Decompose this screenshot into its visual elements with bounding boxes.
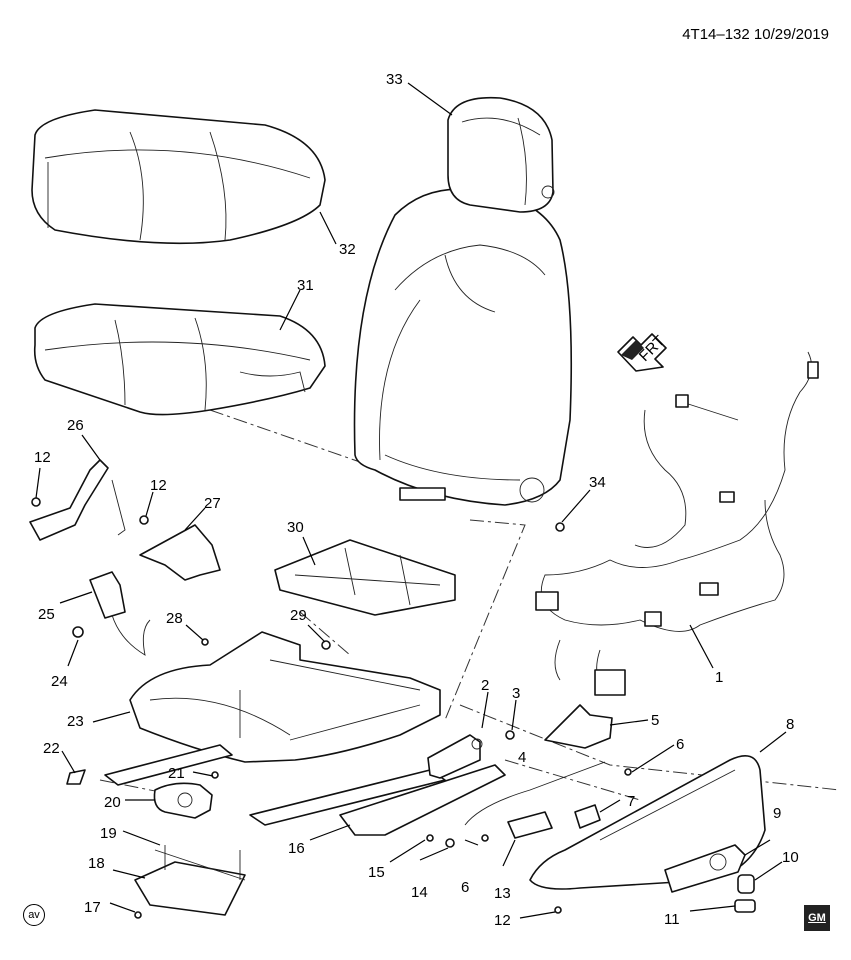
seat-suspension-mat: [274, 539, 456, 616]
callout-33: 33: [386, 71, 403, 88]
callout-12-bottom: 12: [494, 912, 511, 929]
seat-back: [353, 188, 573, 506]
gm-logo: GM: [804, 905, 830, 931]
callout-numbers: 1 2 3 4 5 6 6 7 8 9 10 11 12 12 12 13 14…: [34, 71, 799, 929]
illustration-reference: 4T14–132 10/29/2019: [682, 26, 829, 43]
callout-25: 25: [38, 606, 55, 623]
callout-6-lower: 6: [461, 879, 469, 896]
callout-16: 16: [288, 840, 305, 857]
recliner-hinge-cover: [139, 524, 221, 581]
headrest: [447, 96, 555, 213]
gm-logo-letters: GM: [808, 911, 826, 924]
callout-3: 3: [512, 685, 520, 702]
callout-6-upper: 6: [676, 736, 684, 753]
callout-24: 24: [51, 673, 68, 690]
callout-18: 18: [88, 855, 105, 872]
seat-side-bracket: [29, 459, 126, 541]
inner-side-shield: [544, 704, 613, 749]
callout-30: 30: [287, 519, 304, 536]
callout-21: 21: [168, 765, 185, 782]
seat-memory-module: [134, 845, 246, 916]
callout-17: 17: [84, 899, 101, 916]
callout-34: 34: [589, 474, 606, 491]
callout-19: 19: [100, 825, 117, 842]
lumbar-switch: [574, 804, 601, 829]
callout-14: 14: [411, 884, 428, 901]
callout-23: 23: [67, 713, 84, 730]
callout-32: 32: [339, 241, 356, 258]
callout-20: 20: [104, 794, 121, 811]
callout-27: 27: [204, 495, 221, 512]
callout-4: 4: [518, 749, 526, 766]
callout-12-left: 12: [34, 449, 51, 466]
seat-adjuster-motor: [427, 734, 483, 779]
callout-22: 22: [43, 740, 60, 757]
seat-cushion-pad: [33, 303, 326, 416]
seat-switch-bezel: [664, 844, 746, 893]
callout-31: 31: [297, 277, 314, 294]
callout-13: 13: [494, 885, 511, 902]
seat-adjuster-rails: [104, 744, 506, 836]
callout-12-mid: 12: [150, 477, 167, 494]
front-tilt-motor: [153, 782, 213, 819]
fasteners: [31, 497, 632, 919]
av-badge: av: [23, 904, 45, 926]
switch-knobs: [734, 874, 756, 913]
callout-8: 8: [786, 716, 794, 733]
seat-adjuster-switch: [507, 811, 553, 839]
callout-28: 28: [166, 610, 183, 627]
wiring-harness: [535, 351, 819, 696]
callout-5: 5: [651, 712, 659, 729]
seat-frame: [129, 631, 441, 763]
front-direction-arrow: [617, 333, 667, 372]
callout-9: 9: [773, 805, 781, 822]
callout-7: 7: [627, 793, 635, 810]
leader-lines: [35, 82, 787, 919]
seat-belt-buckle: [89, 571, 151, 656]
callout-2: 2: [481, 677, 489, 694]
callout-26: 26: [67, 417, 84, 434]
callout-15: 15: [368, 864, 385, 881]
callout-1: 1: [715, 669, 723, 686]
callout-10: 10: [782, 849, 799, 866]
adjuster-rod: [464, 761, 606, 826]
callout-11: 11: [664, 911, 680, 928]
callout-29: 29: [290, 607, 307, 624]
seat-cushion-cover: [31, 109, 326, 245]
